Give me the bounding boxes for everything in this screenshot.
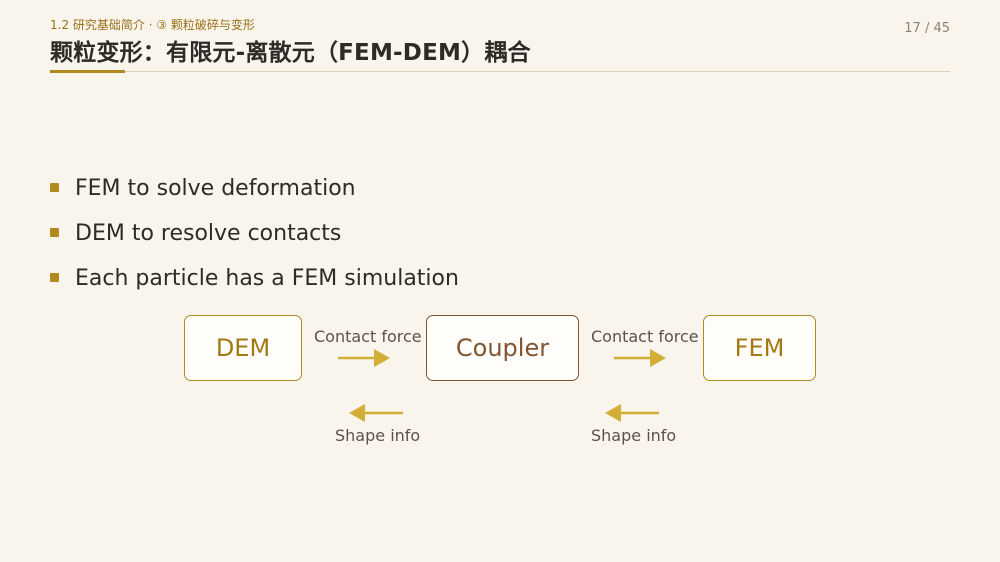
- dem-node: DEM: [184, 315, 302, 381]
- arrow-left-icon: [605, 404, 659, 422]
- arrow-right-icon: [338, 349, 390, 367]
- edge-label-shape-info-right: Shape info: [591, 426, 677, 445]
- bullet-item-dem: DEM to resolve contacts: [50, 217, 459, 262]
- page-number: 17 / 45: [904, 21, 950, 36]
- bullet-list: FEM to solve deformation DEM to resolve …: [50, 172, 459, 307]
- bullet-square-icon: [50, 273, 59, 282]
- arrow-left-icon: [349, 404, 403, 422]
- edge-label-shape-info-left: Shape info: [335, 426, 421, 445]
- title-accent-bar: [50, 70, 125, 73]
- fem-node: FEM: [703, 315, 816, 381]
- arrow-right-icon: [614, 349, 666, 367]
- fem-node-label: FEM: [734, 334, 785, 362]
- bullet-text: FEM to solve deformation: [75, 176, 356, 201]
- title-divider: [50, 71, 950, 72]
- bullet-text: Each particle has a FEM simulation: [75, 266, 459, 291]
- coupler-node: Coupler: [426, 315, 579, 381]
- bullet-square-icon: [50, 183, 59, 192]
- coupler-node-label: Coupler: [455, 334, 550, 362]
- breadcrumb: 1.2 研究基础简介 · ③ 颗粒破碎与变形: [50, 18, 255, 32]
- bullet-item-fem: FEM to solve deformation: [50, 172, 459, 217]
- edge-label-contact-force-left: Contact force: [314, 327, 422, 346]
- bullet-square-icon: [50, 228, 59, 237]
- dem-node-label: DEM: [215, 334, 271, 362]
- bullet-text: DEM to resolve contacts: [75, 221, 342, 246]
- page-title: 颗粒变形：有限元-离散元（FEM-DEM）耦合: [50, 40, 531, 66]
- bullet-item-particle: Each particle has a FEM simulation: [50, 262, 459, 307]
- edge-label-contact-force-right: Contact force: [591, 327, 699, 346]
